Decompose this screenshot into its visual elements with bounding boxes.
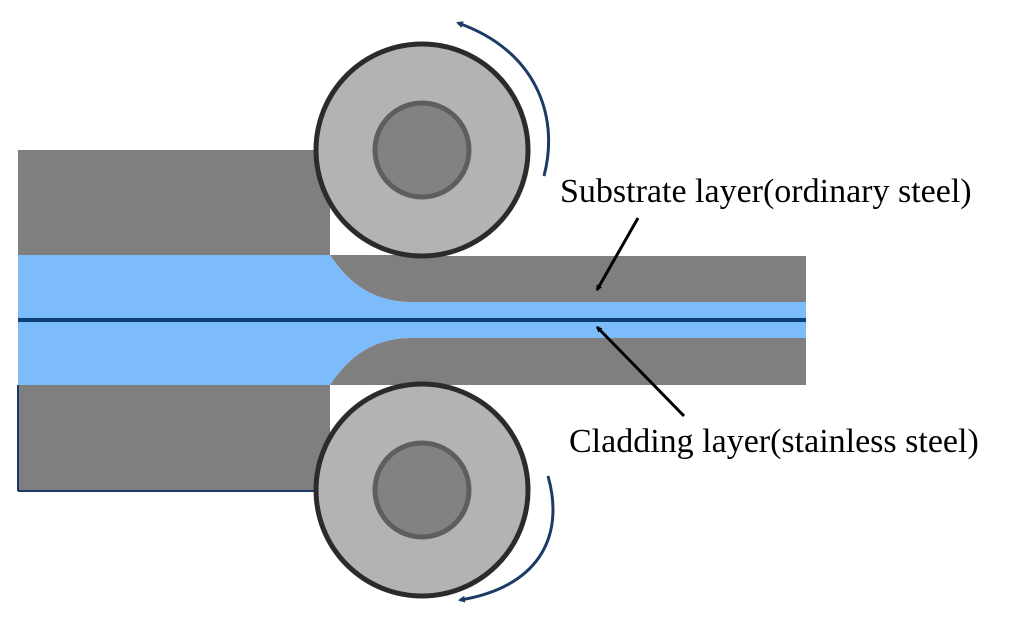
top-roll — [313, 41, 531, 259]
bottom-roll-core — [372, 440, 472, 540]
cladding-layer-label: Cladding layer(stainless steel) — [569, 423, 979, 460]
bottom-roll — [313, 381, 531, 599]
lower-substrate-strip — [18, 338, 806, 385]
top-roll-core — [372, 100, 472, 200]
top-roll-rotation-arrow — [456, 21, 551, 177]
lower-substrate-strip-body — [18, 385, 330, 491]
substrate-layer-label: Substrate layer(ordinary steel) — [560, 173, 972, 210]
cladding-pointer-arrow — [595, 325, 686, 418]
upper-substrate-strip-body — [18, 150, 330, 255]
bottom-roll-rotation-arrow — [457, 475, 555, 603]
substrate-pointer-arrow — [595, 217, 640, 292]
